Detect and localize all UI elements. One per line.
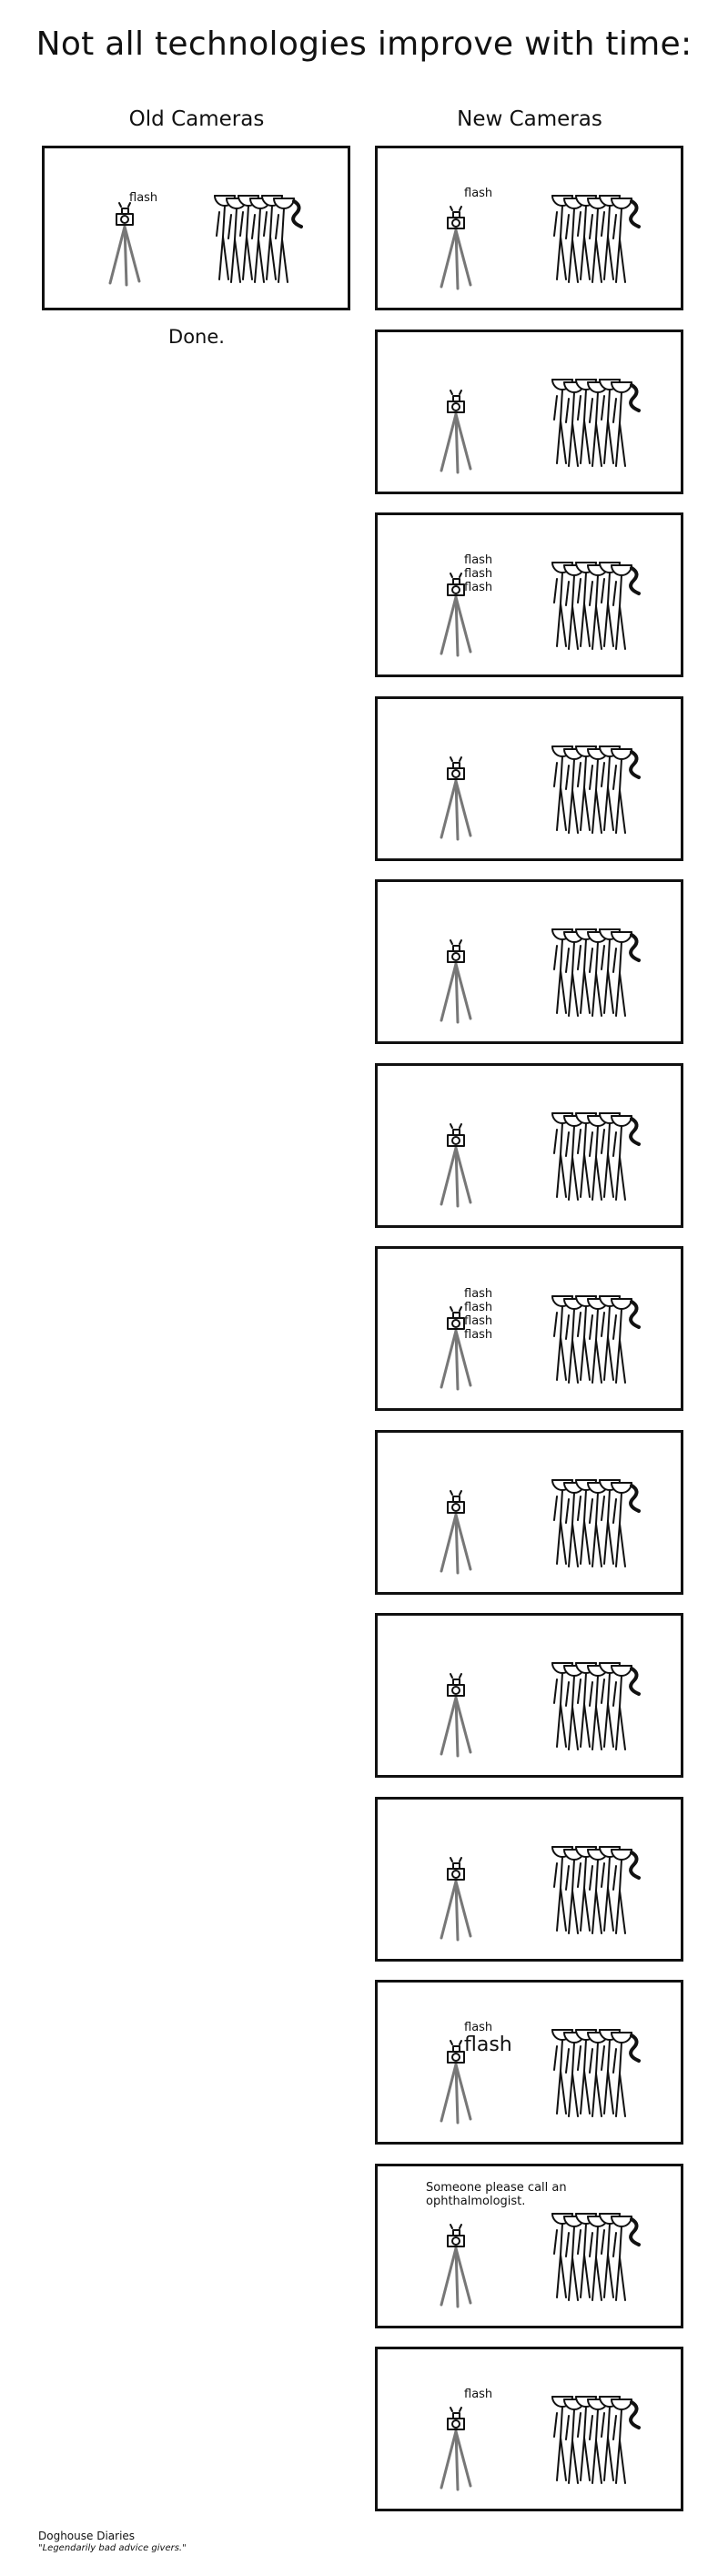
new-camera-panel	[375, 1797, 683, 1962]
new-camera-panel: flash flash flash flash	[375, 1246, 683, 1411]
camera-scene-drawing	[440, 1846, 641, 1942]
footer-tagline: "Legendarily bad advice givers."	[38, 2543, 187, 2553]
new-camera-panel: flash	[375, 146, 683, 310]
panel-caption: flash flash flash flash	[464, 1287, 493, 1342]
panel-caption: flash	[464, 2388, 493, 2401]
comic-title: Not all technologies improve with time:	[35, 25, 693, 63]
old-camera-panel: flash	[42, 146, 350, 310]
new-camera-panel	[375, 696, 683, 861]
done-caption: Done.	[168, 326, 225, 348]
camera-scene-drawing	[440, 1112, 641, 1208]
column-heading-old-cameras: Old Cameras	[128, 107, 265, 131]
column-heading-new-cameras: New Cameras	[457, 107, 602, 131]
panel-caption: Someone please call an ophthalmologist.	[426, 2181, 567, 2208]
new-camera-panel: flash flash flash	[375, 512, 683, 677]
camera-scene-drawing	[440, 2213, 641, 2308]
new-camera-panel: Someone please call an ophthalmologist.	[375, 2164, 683, 2328]
panel-caption: flash	[464, 187, 493, 200]
panel-caption: flash	[129, 191, 158, 205]
camera-scene-drawing	[108, 195, 303, 287]
new-camera-panel	[375, 330, 683, 494]
camera-scene-drawing	[440, 2396, 641, 2491]
new-camera-panel	[375, 879, 683, 1044]
panel-caption: flash	[464, 2021, 493, 2034]
camera-scene-drawing	[440, 1479, 641, 1575]
panel-caption: flash flash flash	[464, 553, 493, 594]
panel-caption-large: flash	[464, 2033, 512, 2056]
footer-brand: Doghouse Diaries	[38, 2530, 136, 2542]
camera-scene-drawing	[440, 745, 641, 841]
camera-scene-drawing	[440, 1295, 641, 1391]
new-camera-panel: flash	[375, 2347, 683, 2511]
camera-scene-drawing	[440, 928, 641, 1024]
camera-scene-drawing	[440, 379, 641, 474]
camera-scene-drawing	[440, 195, 641, 290]
camera-scene-drawing	[440, 1662, 641, 1758]
camera-scene-drawing	[440, 562, 641, 657]
new-camera-panel	[375, 1613, 683, 1778]
camera-scene-drawing	[440, 2029, 641, 2125]
new-camera-panel	[375, 1430, 683, 1595]
new-camera-panel	[375, 1063, 683, 1228]
